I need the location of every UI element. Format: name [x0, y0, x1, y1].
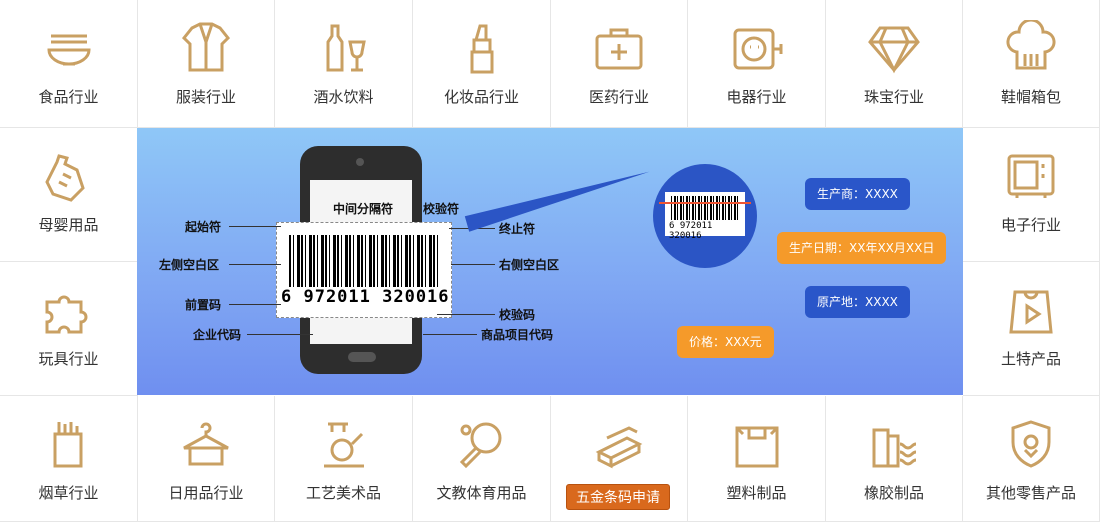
hanger-icon: [183, 422, 229, 466]
category-label: 服装行业: [175, 88, 236, 106]
barcode-banner[interactable]: 6 972011 320016 中间分隔符 校验符 起始符 终止符 左侧空白区 …: [137, 128, 963, 395]
category-label: 塑料制品: [726, 484, 787, 502]
label-line: [449, 228, 495, 229]
label-line: [229, 226, 281, 227]
label-line: [247, 334, 313, 335]
label-start: 起始符: [185, 220, 222, 234]
camera-dot: [356, 158, 364, 166]
category-specialty[interactable]: 土特产品: [963, 262, 1100, 396]
medical-kit-icon: [595, 28, 643, 70]
barcode-number: 6 972011 320016: [281, 287, 450, 307]
category-sports[interactable]: 文教体育用品: [413, 396, 551, 522]
category-plastic[interactable]: 塑料制品: [688, 396, 826, 522]
label-check-top: 校验符: [423, 202, 460, 216]
category-clothing[interactable]: 服装行业: [138, 0, 275, 128]
socket-icon: [733, 28, 782, 70]
rubber-icon: [872, 428, 917, 468]
label-product: 商品项目代码: [481, 328, 554, 342]
category-label: 鞋帽箱包: [1000, 88, 1061, 106]
category-jewelry[interactable]: 珠宝行业: [826, 0, 963, 128]
category-electronics[interactable]: 电子行业: [963, 128, 1100, 262]
label-company: 企业代码: [193, 328, 242, 342]
box-icon: [735, 426, 778, 468]
category-toys[interactable]: 玩具行业: [0, 262, 138, 396]
category-label: 橡胶制品: [863, 484, 924, 502]
category-label: 日用品行业: [168, 484, 244, 502]
mini-barcode-bars: [671, 196, 739, 220]
category-retail[interactable]: 其他零售产品: [963, 396, 1100, 522]
ping-pong-icon: [459, 422, 501, 469]
label-left-blank: 左侧空白区: [159, 258, 220, 272]
label-line: [229, 264, 281, 265]
category-shoes[interactable]: 鞋帽箱包: [963, 0, 1100, 128]
label-line: [437, 314, 495, 315]
label-check-code: 校验码: [499, 308, 536, 322]
category-label: 母婴用品: [38, 216, 99, 234]
label-right-blank: 右侧空白区: [499, 258, 560, 272]
bottle-glass-icon: [326, 24, 366, 72]
label-line: [451, 264, 495, 265]
barcode-bars: [289, 235, 441, 287]
chef-hat-icon: [1006, 20, 1056, 70]
apply-button[interactable]: 五金条码申请: [566, 484, 670, 510]
category-tobacco[interactable]: 烟草行业: [0, 396, 138, 522]
suit-icon: [181, 22, 231, 72]
category-food[interactable]: 食品行业: [0, 0, 138, 128]
mini-barcode: 6 972011 320016: [665, 192, 745, 241]
scan-beam: [464, 163, 652, 232]
bubble-maker: 生产商：XXXX: [805, 178, 910, 210]
category-label: 电器行业: [726, 88, 787, 106]
category-label: 烟草行业: [38, 484, 99, 502]
label-middle: 中间分隔符: [333, 202, 394, 216]
category-label: 土特产品: [1000, 350, 1061, 368]
scan-circle: 6 972011 320016: [653, 164, 757, 268]
category-label: 其他零售产品: [985, 484, 1076, 502]
label-prefix: 前置码: [185, 298, 222, 312]
category-cosmetics[interactable]: 化妆品行业: [413, 0, 551, 128]
home-button-illustration: [348, 352, 376, 362]
bubble-date: 生产日期：XX年XX月XX日: [777, 232, 947, 264]
category-label: 文教体育用品: [436, 484, 527, 502]
category-label: 工艺美术品: [305, 484, 381, 502]
device-icon: [1007, 154, 1055, 198]
lipstick-icon: [470, 24, 493, 74]
category-apply[interactable]: 五金条码申请: [551, 396, 688, 522]
category-baby[interactable]: 母婴用品: [0, 128, 138, 262]
category-appliance[interactable]: 电器行业: [688, 0, 826, 128]
puzzle-icon: [45, 295, 87, 334]
category-daily[interactable]: 日用品行业: [138, 396, 275, 522]
diamond-icon: [868, 26, 920, 74]
bubble-origin: 原产地：XXXX: [805, 286, 910, 318]
hardware-icon: [595, 426, 643, 469]
category-label: 食品行业: [38, 88, 99, 106]
category-label: 电子行业: [1000, 216, 1061, 234]
category-rubber[interactable]: 橡胶制品: [826, 396, 963, 522]
baby-bottle-icon: [44, 154, 85, 202]
category-label: 珠宝行业: [863, 88, 924, 106]
label-line: [423, 334, 477, 335]
label-end: 终止符: [499, 222, 536, 236]
play-bag-icon: [1009, 290, 1053, 334]
category-label: 酒水饮料: [313, 88, 374, 106]
category-label: 医药行业: [588, 88, 649, 106]
bowl-icon: [46, 34, 91, 66]
category-label: 化妆品行业: [443, 88, 519, 106]
category-crafts[interactable]: 工艺美术品: [275, 396, 413, 522]
category-drinks[interactable]: 酒水饮料: [275, 0, 413, 128]
shield-icon: [1011, 420, 1051, 468]
craft-icon: [323, 422, 364, 468]
label-line: [229, 304, 281, 305]
bubble-price: 价格：XXX元: [677, 326, 774, 358]
category-medicine[interactable]: 医药行业: [551, 0, 688, 128]
barcode-diagram: 6 972011 320016: [276, 222, 452, 318]
cigarette-box-icon: [53, 422, 82, 468]
mini-barcode-number: 6 972011 320016: [669, 221, 713, 241]
scan-line: [659, 202, 751, 204]
category-label: 玩具行业: [38, 350, 99, 368]
